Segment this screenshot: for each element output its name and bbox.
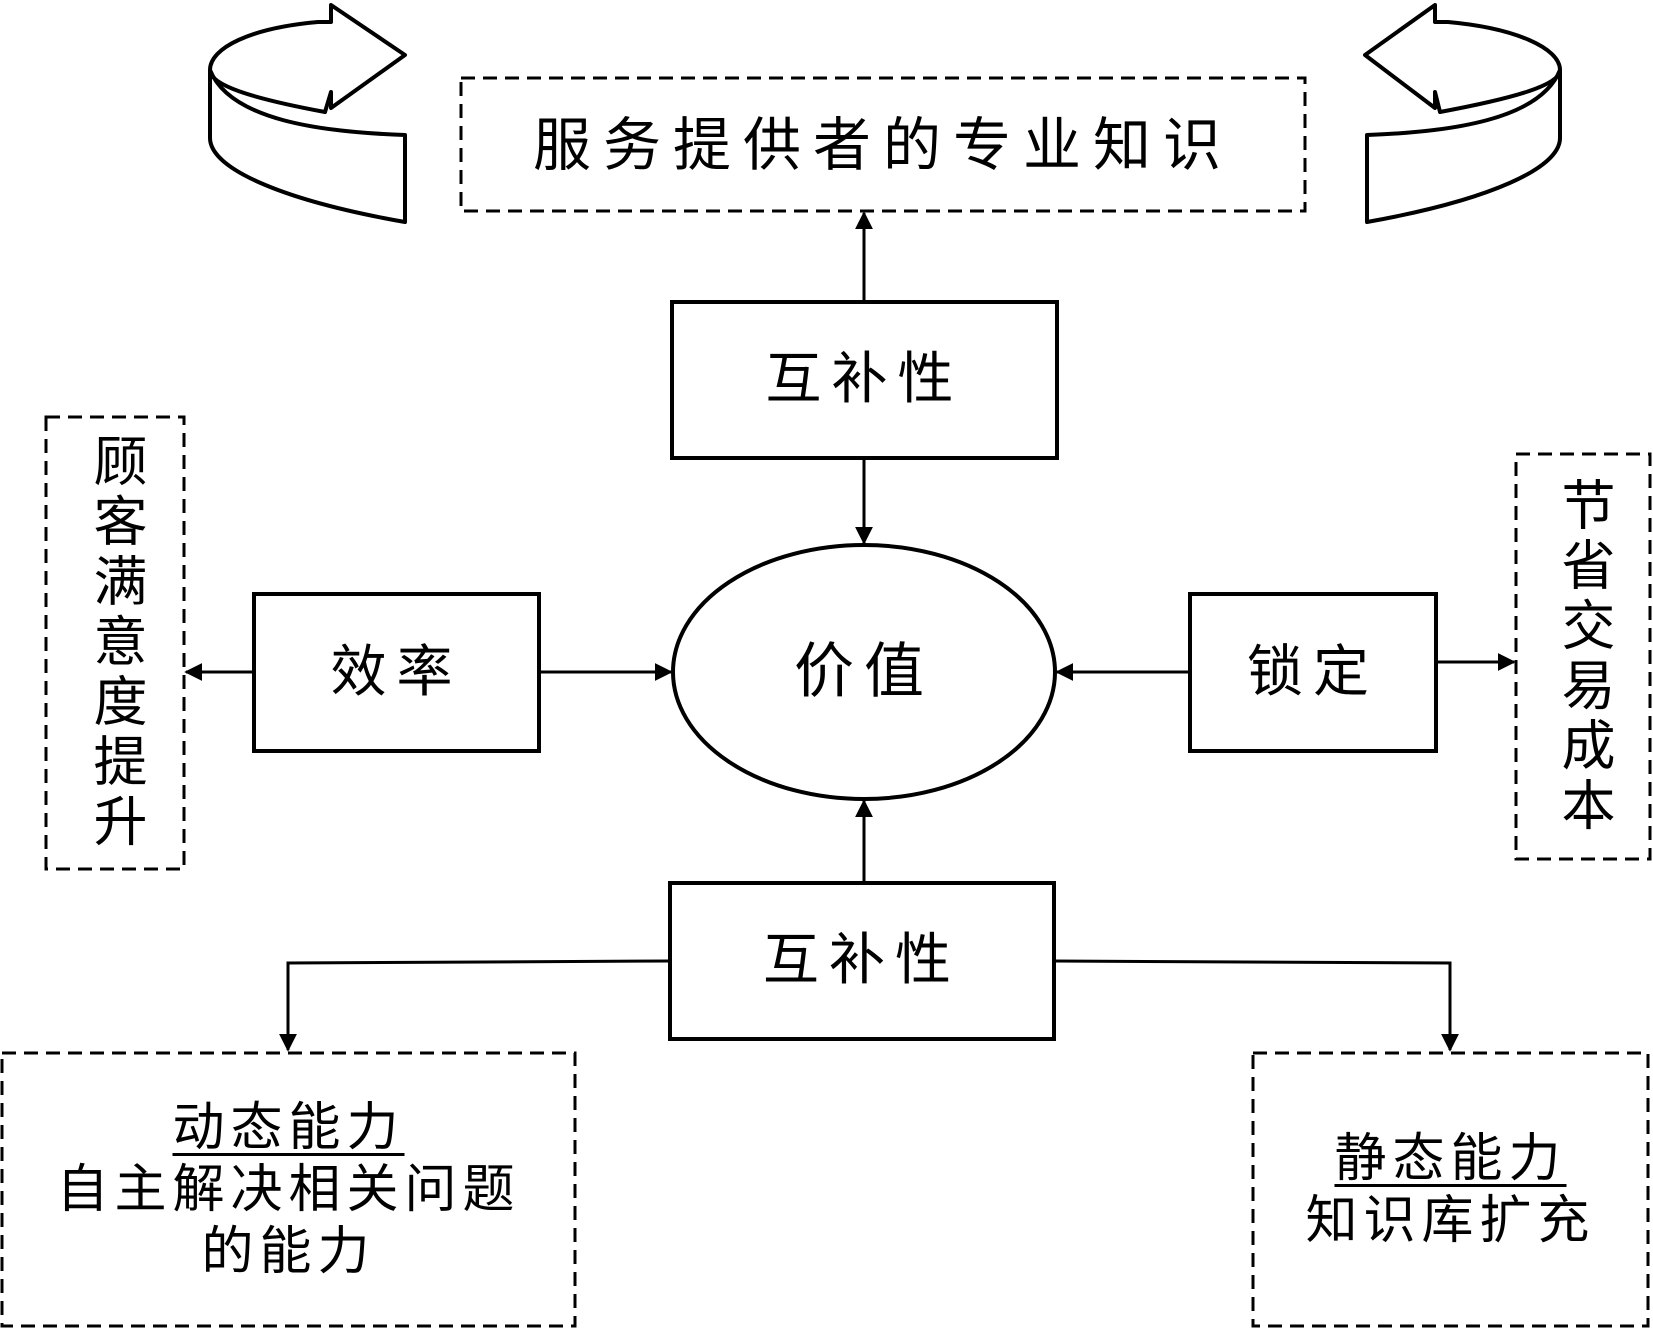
top-knowledge-label: 服务提供者的专业知识 xyxy=(532,110,1233,179)
dynamic-capability-box xyxy=(0,1051,577,1328)
complement-bottom-label: 互补性 xyxy=(763,928,961,993)
arrow-to-dynamic xyxy=(279,959,671,1052)
arrow-to-static xyxy=(1053,959,1459,1052)
lock-in-label: 锁定 xyxy=(1247,639,1379,705)
efficiency-label: 效率 xyxy=(330,639,463,705)
static-capability-title: 静态能力 xyxy=(1334,1128,1567,1189)
dynamic-capability-title: 动态能力 xyxy=(172,1097,405,1158)
value-ellipse xyxy=(671,543,1057,801)
dynamic-capability-line2: 的能力 xyxy=(201,1221,376,1282)
dynamic-capability-line1: 自主解决相关问题 xyxy=(56,1159,521,1220)
cost-saving-box xyxy=(1514,452,1652,861)
cycle-arrow-left-icon xyxy=(208,3,407,224)
static-capability-label: 静态能力 知识库扩充 xyxy=(1253,1053,1648,1326)
cycle-arrow-right-icon xyxy=(1363,3,1562,224)
top-knowledge-box xyxy=(459,76,1307,213)
value-label: 价值 xyxy=(794,637,934,707)
static-capability-box xyxy=(1251,1051,1650,1328)
complement-top-label: 互补性 xyxy=(765,347,964,412)
dynamic-capability-label: 动态能力 自主解决相关问题 的能力 xyxy=(2,1053,575,1326)
satisfaction-label: 顾客满意度提升 xyxy=(84,433,147,853)
satisfaction-box xyxy=(44,415,186,871)
cost-saving-label: 节省交易成本 xyxy=(1552,476,1615,837)
static-capability-line1: 知识库扩充 xyxy=(1305,1190,1596,1251)
